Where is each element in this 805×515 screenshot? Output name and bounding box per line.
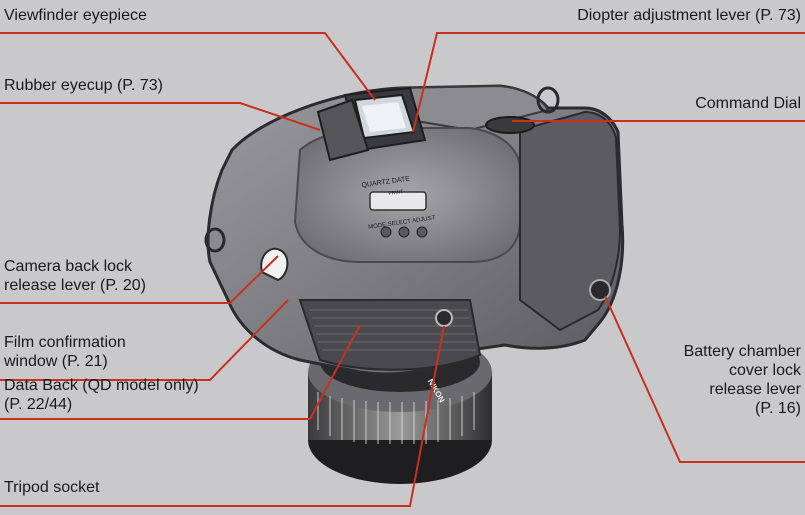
leader-line-battery-cover — [604, 295, 805, 463]
camera-marking-print: PRINT — [388, 189, 404, 197]
leader-line-camera-back-lock — [0, 255, 279, 304]
leader-line-viewfinder-eyepiece — [0, 32, 376, 101]
label-rubber-eyecup: Rubber eyecup (P. 73) — [4, 77, 163, 94]
label-tripod-socket: Tripod socket — [4, 479, 100, 496]
leader-line-rubber-eyecup — [0, 102, 321, 131]
label-viewfinder-eyepiece: Viewfinder eyepiece — [4, 7, 147, 24]
leader-line-diopter-lever — [412, 32, 805, 133]
label-film-confirmation-window: Film confirmation window (P. 21) — [4, 334, 126, 370]
leader-lines — [0, 32, 805, 507]
leader-line-film-window — [0, 299, 289, 381]
viewfinder-eyepiece — [316, 86, 427, 162]
label-diopter-adjustment-lever: Diopter adjustment lever (P. 73) — [577, 7, 801, 24]
label-command-dial: Command Dial — [695, 95, 801, 112]
label-camera-back-lock-release-lever: Camera back lock release lever (P. 20) — [4, 258, 146, 294]
label-battery-chamber-cover-lock: Battery chamber cover lock release lever… — [683, 343, 801, 417]
leader-line-data-back — [0, 324, 361, 420]
label-data-back: Data Back (QD model only) (P. 22/44) — [4, 377, 199, 413]
leader-line-tripod-socket — [0, 325, 445, 507]
camera-body — [204, 84, 625, 376]
